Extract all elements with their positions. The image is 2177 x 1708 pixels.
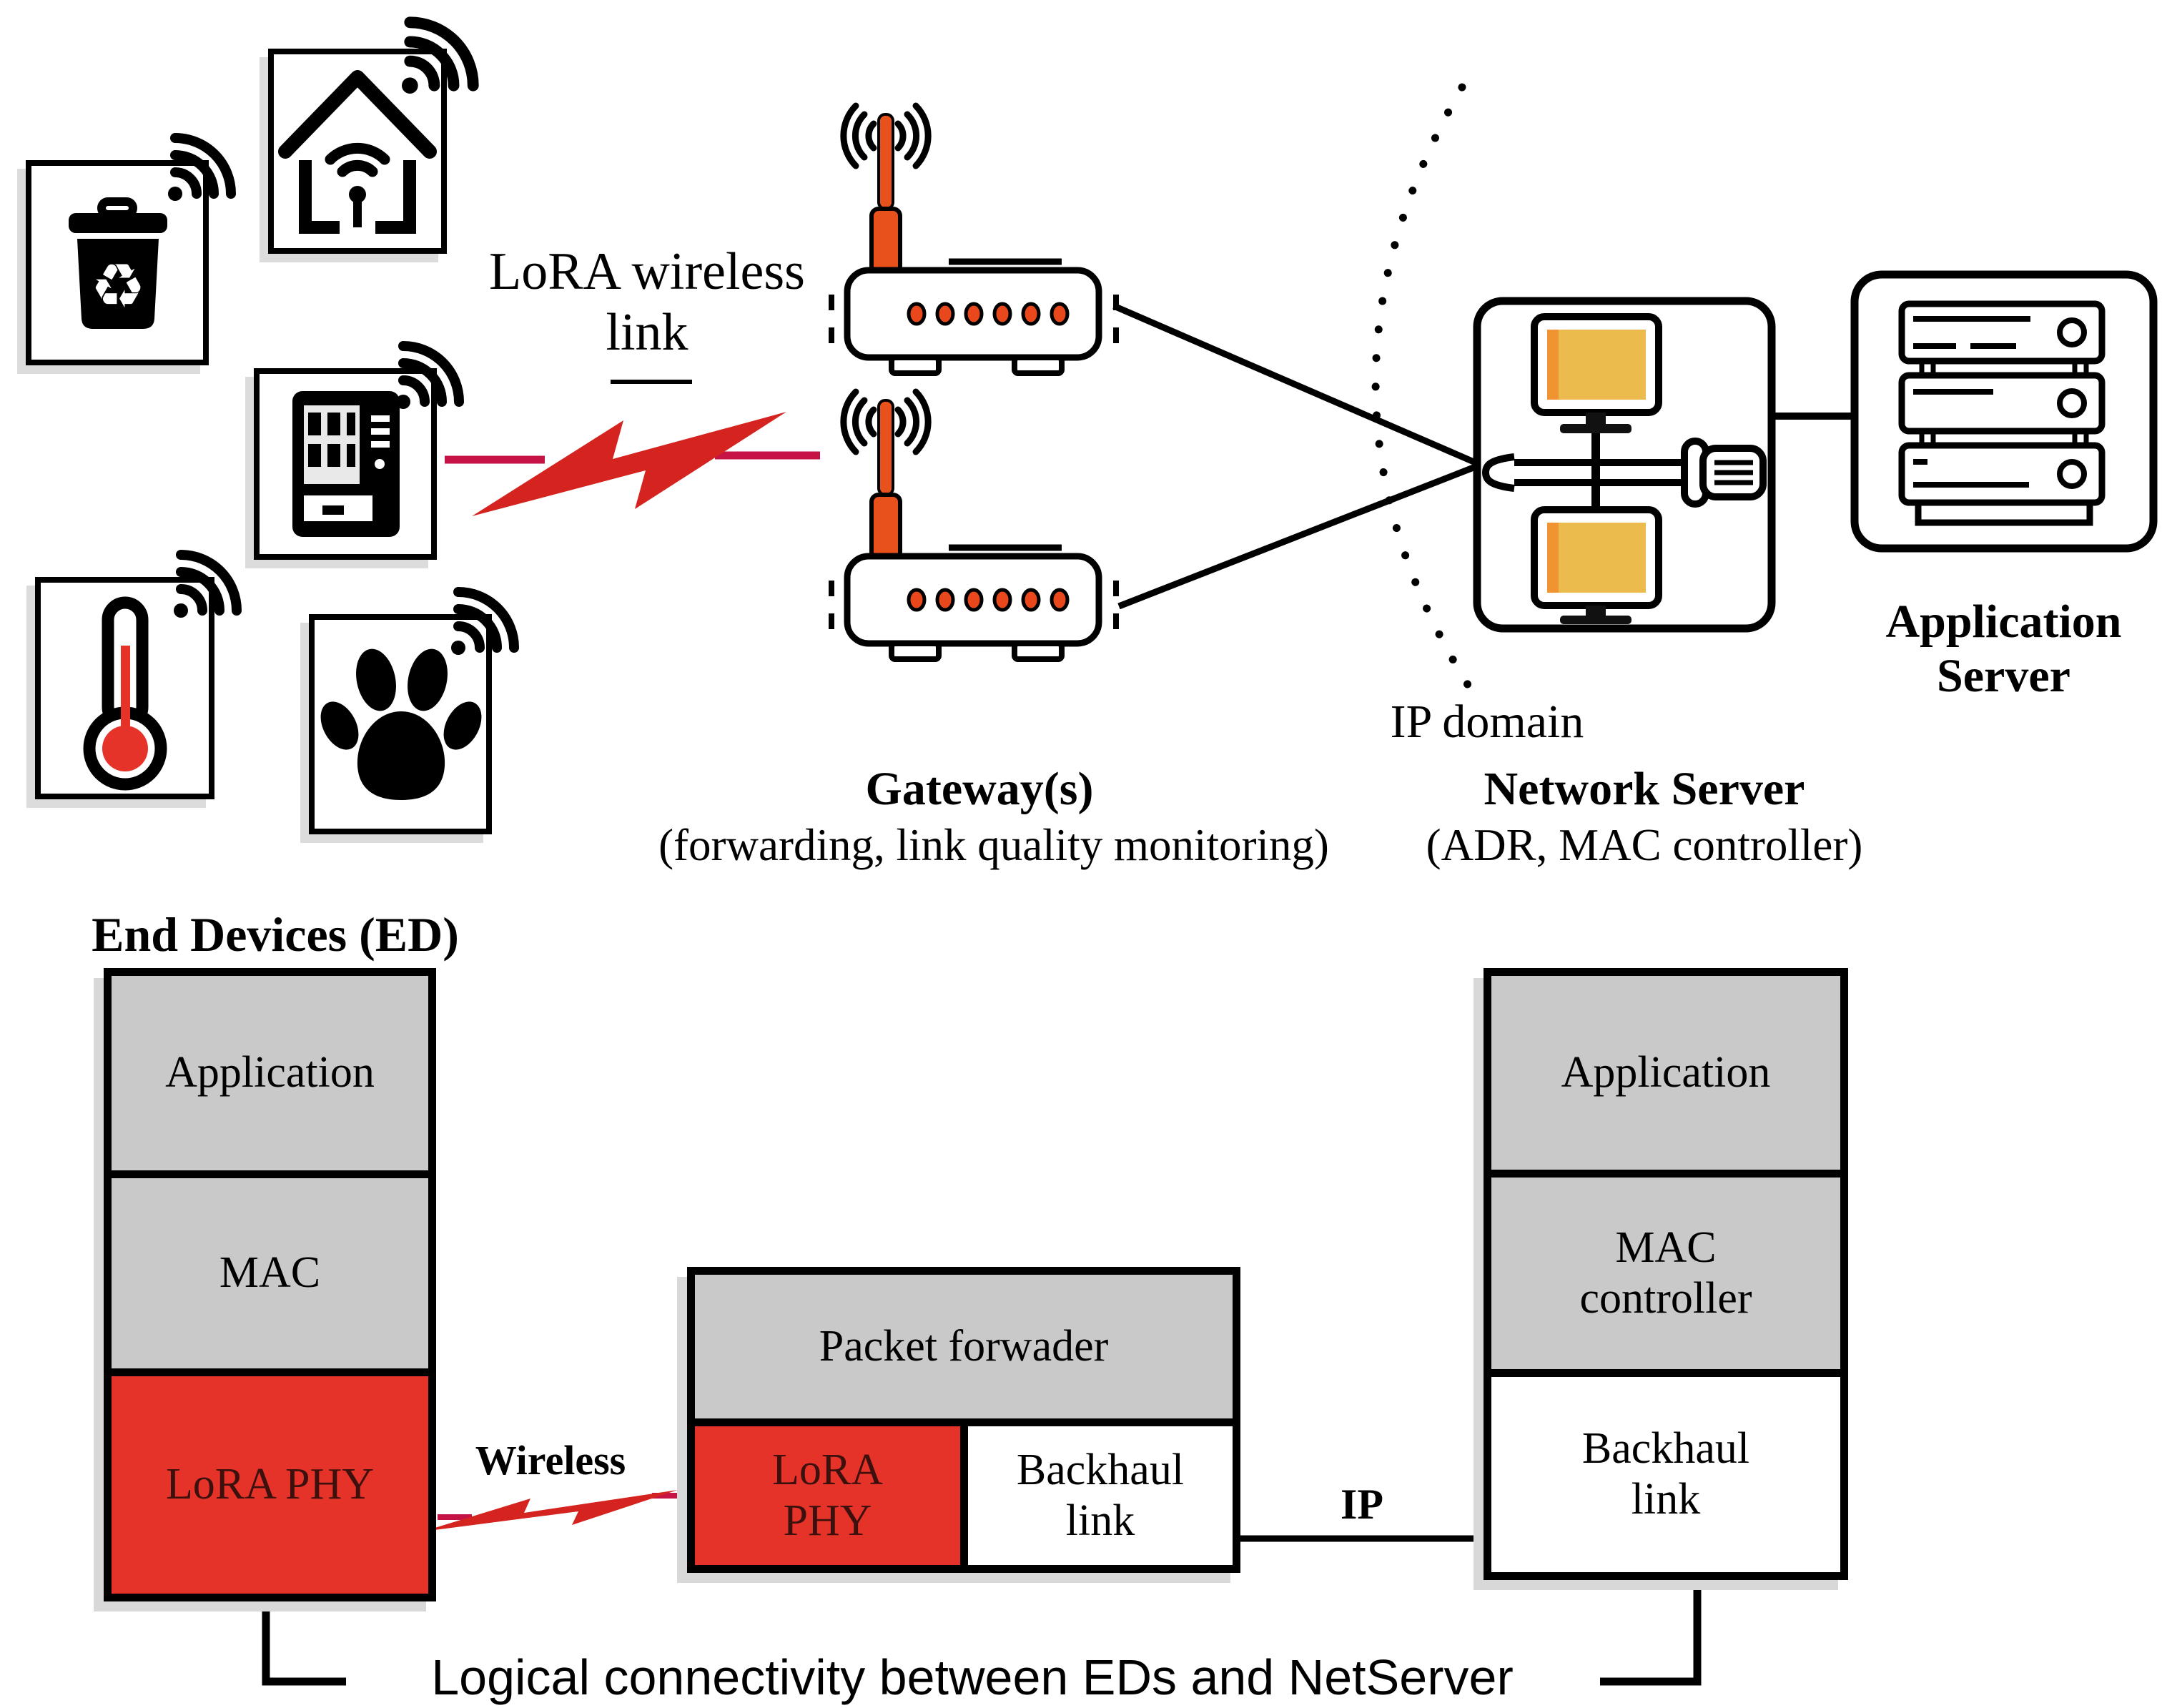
lora-link-line1: LoRA wireless (489, 242, 805, 301)
ed-stack-row-application: Application (112, 976, 428, 1170)
wifi-signal-icon (396, 341, 464, 409)
caption-connector-right (1600, 1581, 1702, 1686)
gateway-stack-header: Packet forwader (695, 1275, 1233, 1418)
lora-wireless-link-label: LoRA wireless link (468, 242, 826, 363)
wireless-lightning-bolt-icon (423, 1490, 678, 1531)
gateway-protocol-stack: Packet forwader LoRA PHY Backhaul link (687, 1267, 1240, 1573)
end-device-smart-home (268, 16, 479, 254)
stack-row-label: Application (165, 1048, 375, 1097)
gateways-label: Gateway(s) (865, 763, 1094, 815)
netserver-protocol-stack: Application MAC controller Backhaul link (1484, 968, 1848, 1580)
stack-row-label: MAC controller (1579, 1223, 1752, 1323)
ed-stack-row-lora-phy: LoRA PHY (112, 1368, 428, 1594)
end-devices-label: End Devices (ED) (92, 907, 459, 962)
network-server-icon (1473, 297, 1776, 633)
wireless-label: Wireless (475, 1437, 626, 1484)
thermometer-icon (83, 596, 167, 791)
stack-row-label: Packet forwader (819, 1321, 1109, 1371)
ip-label: IP (1341, 1481, 1383, 1528)
stack-row-label: Backhaul link (1581, 1424, 1750, 1524)
gateway2-netserver-line (1117, 463, 1479, 610)
stack-row-label: LoRA PHY (165, 1460, 375, 1509)
lightning-bolt-icon (472, 412, 786, 516)
antenna-icon (877, 113, 894, 210)
paw-icon (320, 648, 482, 800)
antenna-icon (877, 399, 894, 496)
vending-machine-icon (292, 391, 400, 537)
gateway-router-icon (829, 102, 1119, 376)
gateway-stack-backhaul: Backhaul link (967, 1426, 1233, 1565)
ed-stack-row-mac: MAC (112, 1170, 428, 1368)
caption-connector-left (262, 1603, 346, 1686)
gateway-router-icon (829, 388, 1119, 662)
application-server-icon (1850, 270, 2158, 553)
stack-row-label: MAC (219, 1248, 321, 1298)
network-server-sublabel: (ADR, MAC controller) (1426, 820, 1863, 870)
netserver-stack-row-application: Application (1491, 976, 1840, 1170)
end-device-thermometer (35, 550, 242, 799)
ip-domain-label: IP domain (1390, 696, 1584, 748)
network-server-label: Network Server (1484, 763, 1805, 815)
app-server-label-line2: Server (1937, 649, 2070, 702)
ip-domain-boundary-arc (1371, 83, 1479, 699)
screwdriver-icon (1514, 459, 1687, 486)
netserver-stack-row-backhaul: Backhaul link (1491, 1368, 1840, 1572)
stack-row-label: LoRA PHY (771, 1445, 883, 1545)
end-device-pet-tracker (309, 587, 519, 834)
end-device-smart-bin: ♻ (26, 133, 236, 365)
netserver-stack-row-mac-controller: MAC controller (1491, 1170, 1840, 1369)
stack-row-label: Application (1561, 1048, 1771, 1097)
gateway-stack-lora-phy: LoRA PHY (695, 1426, 968, 1565)
app-server-label-line1: Application (1885, 596, 2122, 648)
gateways-sublabel: (forwarding, link quality monitoring) (658, 820, 1329, 870)
gateway1-netserver-line (1112, 302, 1479, 467)
wifi-signal-icon (174, 550, 242, 618)
stack-row-label: Backhaul link (1016, 1445, 1185, 1545)
logical-connectivity-caption: Logical connectivity between EDs and Net… (431, 1649, 1514, 1705)
wifi-signal-icon (402, 16, 479, 94)
svg-text:♻: ♻ (90, 251, 145, 322)
trash-recycle-icon: ♻ (69, 197, 167, 329)
ed-protocol-stack: Application MAC LoRA PHY (104, 968, 436, 1601)
smart-home-icon (278, 70, 437, 234)
end-device-vending-machine (254, 341, 464, 560)
gateway-stack-body: LoRA PHY Backhaul link (695, 1418, 1233, 1565)
application-server-label: Application Server (1848, 595, 2159, 704)
wifi-signal-icon (168, 133, 236, 201)
wifi-signal-icon (451, 587, 519, 655)
lora-link-line2: link (606, 303, 688, 362)
